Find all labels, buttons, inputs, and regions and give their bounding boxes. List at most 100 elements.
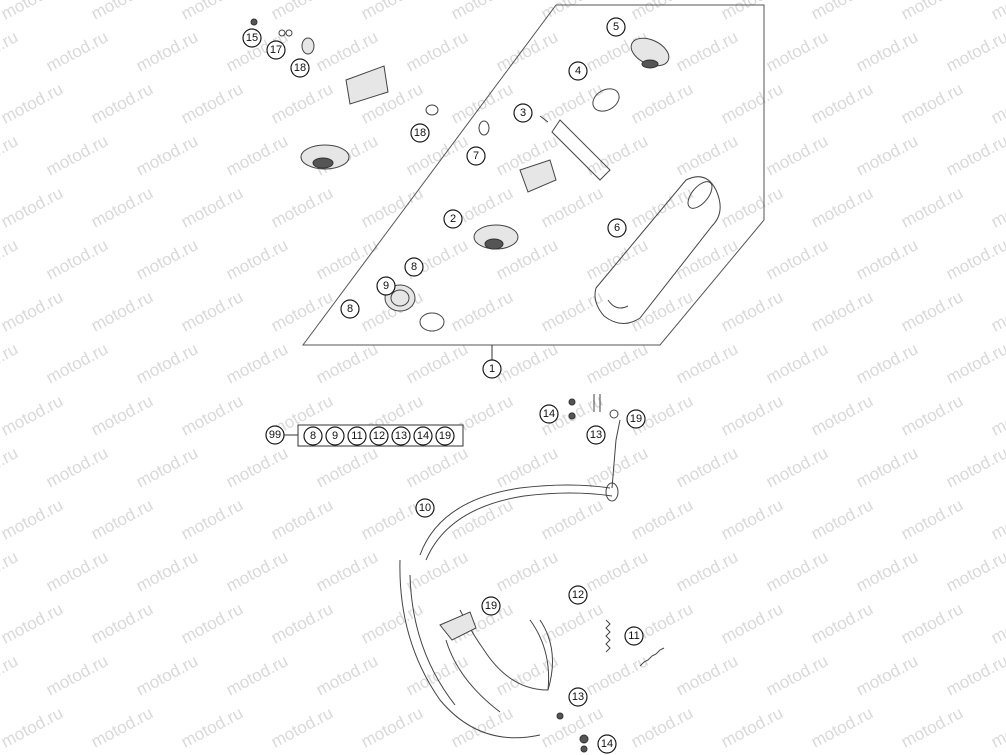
callout-17-label: 17 <box>270 44 282 56</box>
watermark-text: motod.ru <box>718 287 786 335</box>
callout-15-label: 15 <box>246 32 258 44</box>
callout-8-right: 8 <box>404 257 424 277</box>
watermark-text: motod.ru <box>628 703 696 751</box>
watermark-text: motod.ru <box>178 183 246 231</box>
callout-1-label: 1 <box>489 363 495 375</box>
watermark-text: motod.ru <box>718 183 786 231</box>
watermark-text: motod.ru <box>628 79 696 127</box>
watermark-text: motod.ru <box>673 651 741 699</box>
callout-14-top: 14 <box>539 404 559 424</box>
watermark-text: motod.ru <box>718 599 786 647</box>
watermark-text: motod.ru <box>133 131 201 179</box>
flange-upper <box>300 144 350 170</box>
bracket-top <box>345 65 389 105</box>
springs <box>605 619 665 667</box>
watermark-text: motod.ru <box>808 79 876 127</box>
watermark-text: motod.ru <box>763 131 831 179</box>
kit-item-13-label: 13 <box>395 430 407 442</box>
expansion-chamber <box>439 609 553 713</box>
watermark-text: motod.ru <box>493 27 561 75</box>
watermark-text: motod.ru <box>178 79 246 127</box>
watermark-text: motod.ru <box>718 495 786 543</box>
watermark-text: motod.ru <box>88 391 156 439</box>
watermark-text: motod.ru <box>313 235 381 283</box>
watermark-text: motod.ru <box>43 443 111 491</box>
callout-19-bottom-label: 19 <box>485 600 497 612</box>
end-cap <box>630 37 670 69</box>
watermark-text: motod.ru <box>178 0 246 24</box>
callout-8-left: 8 <box>340 299 360 319</box>
watermark-text: motod.ru <box>88 599 156 647</box>
callout-6-label: 6 <box>614 222 620 234</box>
kit-item-19-label: 19 <box>439 430 451 442</box>
watermark-text: motod.ru <box>853 443 921 491</box>
watermark-text: motod.ru <box>0 547 21 595</box>
watermark-text: motod.ru <box>0 599 66 647</box>
watermark-text: motod.ru <box>178 599 246 647</box>
callout-19-bottom: 19 <box>481 596 501 616</box>
callout-8-right-label: 8 <box>411 261 417 273</box>
watermark-text: motod.ru <box>943 339 1006 387</box>
watermark-text: motod.ru <box>583 131 651 179</box>
kit-item-14-label: 14 <box>417 430 429 442</box>
watermark-text: motod.ru <box>763 27 831 75</box>
kit-item-8-label: 8 <box>310 430 316 442</box>
watermark-text: motod.ru <box>673 547 741 595</box>
kit-99-callout: 99 <box>265 425 285 445</box>
watermark-text: motod.ru <box>358 183 426 231</box>
watermark-text: motod.ru <box>0 651 21 699</box>
kit-item-13: 13 <box>391 426 411 446</box>
watermark-text: motod.ru <box>628 183 696 231</box>
watermark-text: motod.ru <box>133 547 201 595</box>
watermark-text: motod.ru <box>178 703 246 751</box>
callout-13-top: 13 <box>586 425 606 445</box>
callout-7-label: 7 <box>473 150 479 162</box>
watermark-text: motod.ru <box>43 235 111 283</box>
callout-2-label: 2 <box>450 213 456 225</box>
callout-19-top-label: 19 <box>630 413 642 425</box>
watermark-text: motod.ru <box>538 495 606 543</box>
callout-6: 6 <box>607 218 627 238</box>
watermark-text: motod.ru <box>988 287 1006 335</box>
watermark-text: motod.ru <box>583 339 651 387</box>
watermark-text: motod.ru <box>358 495 426 543</box>
callout-13-bottom: 13 <box>568 687 588 707</box>
watermark-text: motod.ru <box>448 495 516 543</box>
watermark-text: motod.ru <box>988 599 1006 647</box>
watermark-text: motod.ru <box>88 287 156 335</box>
watermark-text: motod.ru <box>313 651 381 699</box>
watermark-text: motod.ru <box>223 235 291 283</box>
watermark-text: motod.ru <box>718 79 786 127</box>
watermark-text: motod.ru <box>448 79 516 127</box>
callout-13-top-label: 13 <box>590 429 602 441</box>
watermark-text: motod.ru <box>88 79 156 127</box>
callout-11-label: 11 <box>628 630 639 642</box>
kit-item-8: 8 <box>303 426 323 446</box>
watermark-text: motod.ru <box>763 443 831 491</box>
watermark-text: motod.ru <box>898 183 966 231</box>
watermark-text: motod.ru <box>448 0 516 24</box>
callout-13-bottom-label: 13 <box>572 691 584 703</box>
watermark-text: motod.ru <box>223 131 291 179</box>
watermark-text: motod.ru <box>313 443 381 491</box>
watermark-text: motod.ru <box>43 339 111 387</box>
bracket-mid <box>519 159 557 193</box>
callout-3-label: 3 <box>520 107 526 119</box>
watermark-text: motod.ru <box>988 703 1006 751</box>
callout-18-top-label: 18 <box>294 62 306 74</box>
watermark-text: motod.ru <box>538 703 606 751</box>
callout-8-left-label: 8 <box>347 303 353 315</box>
watermark-text: motod.ru <box>853 547 921 595</box>
watermark-text: motod.ru <box>88 0 156 24</box>
kit-item-12-label: 12 <box>373 430 385 442</box>
watermark-text: motod.ru <box>43 651 111 699</box>
watermark-text: motod.ru <box>268 287 336 335</box>
silencer-body <box>594 176 721 324</box>
watermark-text: motod.ru <box>988 183 1006 231</box>
watermark-text: motod.ru <box>898 0 966 24</box>
callout-10-label: 10 <box>419 502 431 514</box>
flange-lower <box>473 224 519 250</box>
watermark-text: motod.ru <box>0 27 21 75</box>
watermark-text: motod.ru <box>403 27 471 75</box>
